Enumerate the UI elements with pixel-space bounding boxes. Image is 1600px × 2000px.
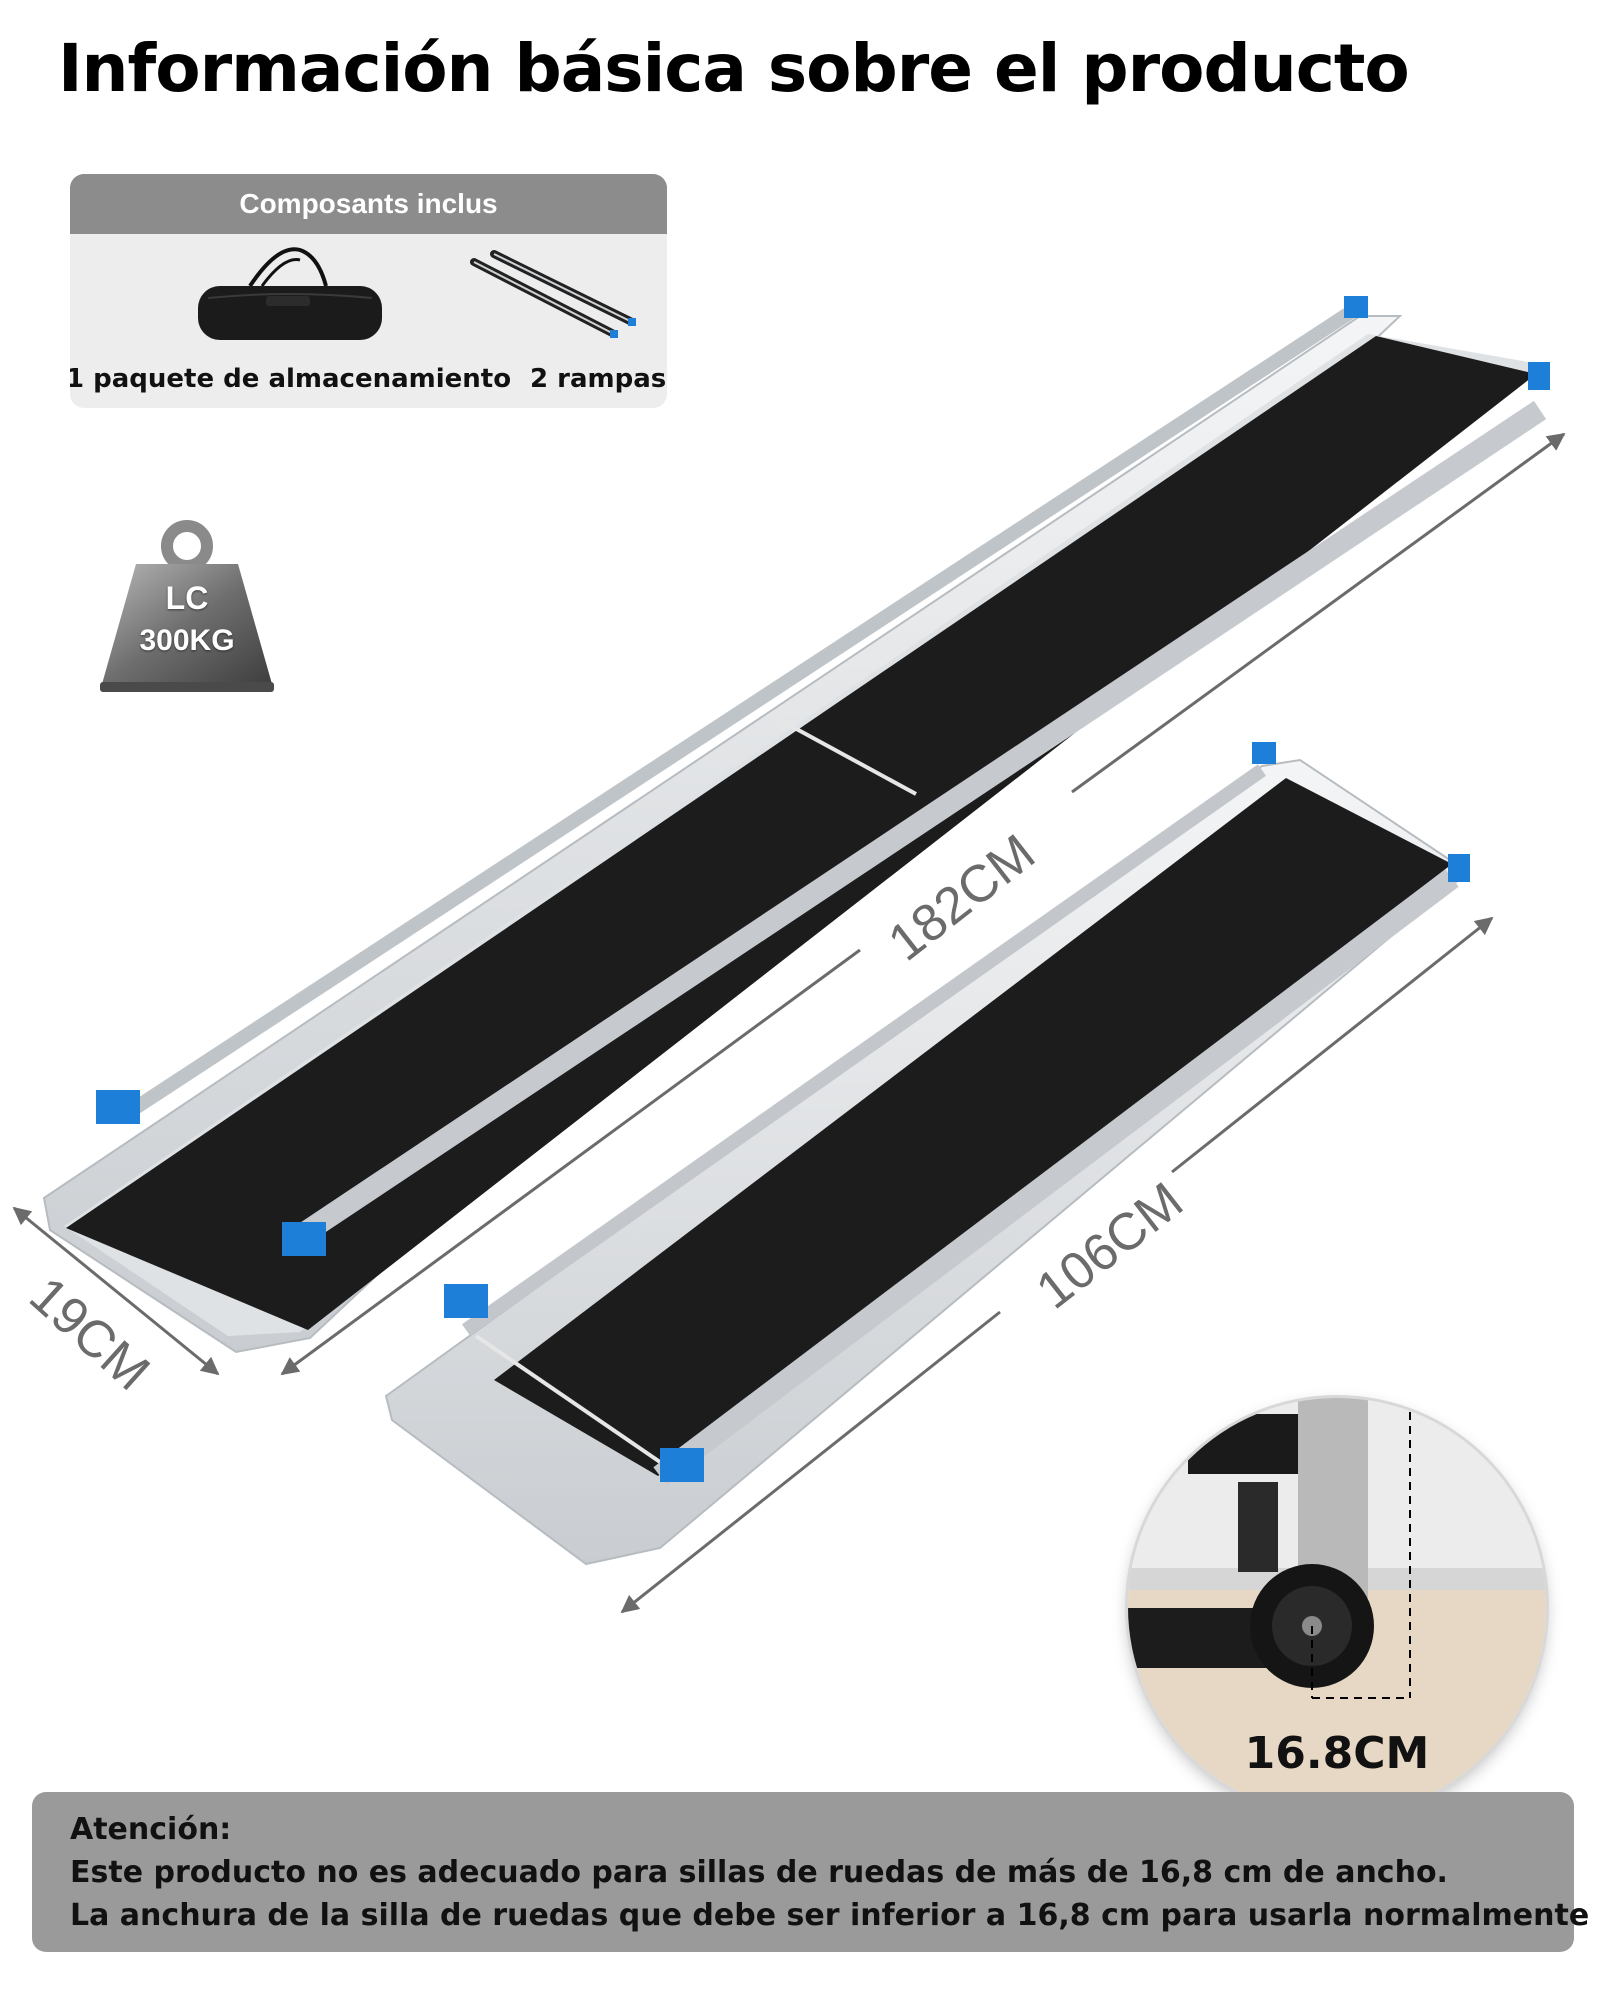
storage-bag-icon <box>198 247 382 340</box>
end-cap <box>444 1284 488 1318</box>
dimension-line-182 <box>280 948 861 1376</box>
long-ramp <box>42 296 1550 1354</box>
dimension-line-106 <box>1171 916 1494 1174</box>
short-ramp <box>384 742 1470 1566</box>
end-cap <box>1448 854 1470 882</box>
end-cap <box>1344 296 1368 318</box>
end-cap <box>1528 362 1550 390</box>
dimension-line-182 <box>1071 432 1566 794</box>
end-cap <box>1252 742 1276 764</box>
end-cap <box>660 1448 704 1482</box>
storage-bag-label: 1 paquete de almacenamiento <box>70 364 512 394</box>
dimension-line-106 <box>620 1310 1001 1614</box>
notice-line-1: Este producto no es adecuado para sillas… <box>70 1855 1448 1890</box>
dimension-line-19 <box>12 1206 220 1376</box>
components-header: Composants inclus <box>70 174 667 234</box>
wheelchair-wheel-icon <box>1128 1398 1546 1816</box>
components-panel: Composants inclus 1 paquete de almacenam… <box>70 174 667 408</box>
weight-icon <box>100 520 274 692</box>
ramps-illustration <box>12 296 1566 1614</box>
load-capacity-code: LC <box>165 580 209 616</box>
notice-heading: Atención: <box>70 1812 232 1847</box>
wheel-detail: 16.8CM <box>1128 1398 1546 1816</box>
notice-line-2: La anchura de la silla de ruedas que deb… <box>70 1898 1590 1933</box>
ramp-pair-icon <box>470 250 636 338</box>
load-capacity-value: 300KG <box>139 624 235 657</box>
wheel-width-label: 16.8CM <box>1244 1728 1430 1779</box>
end-cap <box>96 1090 140 1124</box>
notice-panel: Atención: Este producto no es adecuado p… <box>32 1792 1590 1952</box>
page-title: Información básica sobre el producto <box>58 30 1410 107</box>
ramp-count-label: 2 rampas <box>530 364 667 394</box>
load-capacity-badge: LC 300KG <box>96 520 278 696</box>
end-cap <box>282 1222 326 1256</box>
